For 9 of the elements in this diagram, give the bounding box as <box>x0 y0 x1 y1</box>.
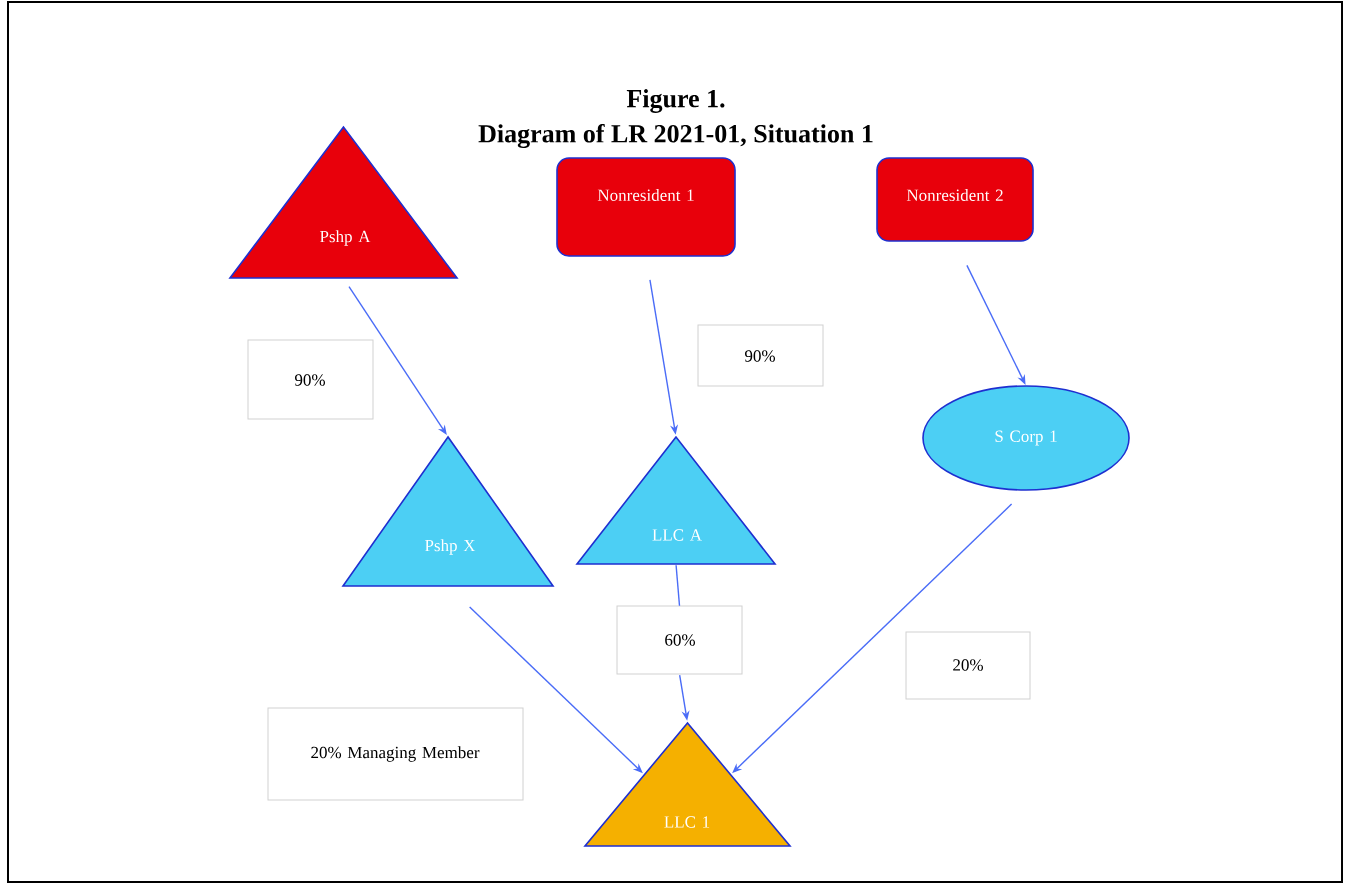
figure-number: Figure 1. <box>626 89 725 113</box>
percentage-box: 90% <box>697 324 824 387</box>
note-box: 20% Managing Member <box>267 707 524 801</box>
title: Diagram of LR 2021-01, Situation 1 <box>478 123 873 148</box>
percentage-box: 60% <box>616 605 743 675</box>
percentage-box: 90% <box>247 339 374 420</box>
rounded-box: Nonresident 2 <box>876 157 1034 242</box>
percentage-box: 20% <box>905 631 1031 700</box>
rounded-box: Nonresident 1 <box>556 157 736 257</box>
